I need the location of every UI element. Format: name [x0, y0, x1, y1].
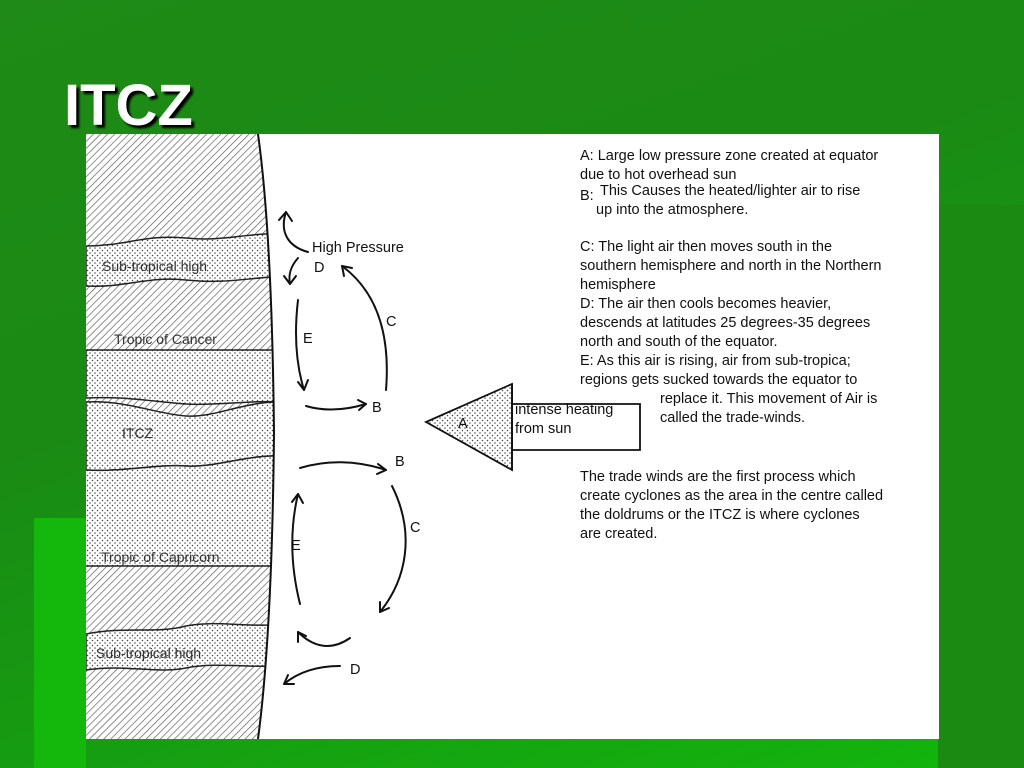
- label-from-sun: from sun: [515, 421, 571, 437]
- circulation-arrows: [278, 211, 407, 685]
- label-subtropical-high-south: Sub-tropical high: [96, 645, 201, 661]
- sun-arrow-head: [423, 382, 513, 472]
- label-a-sun: A: [458, 416, 468, 432]
- explanation-cde: C: The light air then moves south in the…: [580, 238, 881, 428]
- arrow-b-top: [305, 403, 367, 411]
- explanation-a-line1: A: Large low pressure zone created at eq…: [580, 148, 879, 164]
- explanation-c-line1: C: The light air then moves south in the: [580, 239, 833, 255]
- label-b-bottom: B: [395, 454, 405, 470]
- explanation-trade-line4: are created.: [580, 526, 658, 542]
- southern-tropics-band: [86, 455, 274, 566]
- sun-heating-arrow: [423, 382, 641, 472]
- label-subtropical-high-north: Sub-tropical high: [102, 258, 207, 274]
- explanation-c-line2: southern hemisphere and north in the Nor…: [580, 258, 882, 274]
- subtropical-high-north-band: [86, 232, 274, 287]
- slide-title: ITCZ: [64, 73, 193, 138]
- explanation-e-line2: regions gets sucked towards the equator …: [580, 372, 858, 388]
- explanation-trade-line3: the doldrums or the ITCZ is where cyclon…: [580, 507, 860, 523]
- arrow-descend-bottom: [297, 631, 351, 647]
- earth-limb: [257, 134, 276, 739]
- background-accent-left: [34, 518, 86, 768]
- label-tropic-of-capricorn: Tropic of Capricorn: [101, 549, 220, 565]
- subtropical-high-south-band: [86, 622, 274, 671]
- explanation-d-line3: north and south of the equator.: [580, 334, 778, 350]
- arrow-e-bottom: [291, 493, 301, 605]
- label-e-bottom: E: [291, 538, 301, 554]
- explanation-e-line3: replace it. This movement of Air is: [660, 391, 878, 407]
- arrow-c-bottom: [379, 485, 407, 613]
- arrow-e-top: [295, 299, 305, 391]
- label-b-top: B: [372, 400, 382, 416]
- northern-tropics-band: [86, 349, 274, 406]
- explanation-trade-line1: The trade winds are the first process wh…: [580, 469, 856, 485]
- arrow-b-bottom: [299, 461, 387, 471]
- explanation-b-prefix: B:: [580, 188, 594, 204]
- earth-surface: [86, 134, 274, 739]
- label-intense-heating: intense heating: [515, 402, 613, 418]
- background-accent-right: [938, 205, 1024, 768]
- itcz-diagram: Sub-tropical high Tropic of Cancer ITCZ …: [86, 134, 641, 739]
- label-c-top: C: [386, 314, 396, 330]
- arrow-c-top: [341, 265, 388, 391]
- arrow-d-top: [288, 257, 299, 285]
- explanation-c-line3: hemisphere: [580, 277, 656, 293]
- explanation-d-line1: D: The air then cools becomes heavier,: [580, 296, 832, 312]
- explanation-e-line1: E: As this air is rising, air from sub-t…: [580, 353, 851, 369]
- explanation-trade-winds: The trade winds are the first process wh…: [580, 468, 883, 544]
- label-high-pressure: High Pressure: [312, 240, 404, 256]
- explanation-b-line1: This Causes the heated/lighter air to ri…: [600, 183, 861, 199]
- explanation-trade-line2: create cyclones as the area in the centr…: [580, 488, 884, 504]
- label-e-top: E: [303, 331, 313, 347]
- itcz-diagram-panel: Sub-tropical high Tropic of Cancer ITCZ …: [86, 134, 939, 739]
- explanation-a-line2: due to hot overhead sun: [580, 167, 737, 183]
- label-tropic-of-cancer: Tropic of Cancer: [114, 331, 217, 347]
- rising-arrow-top: [282, 211, 309, 253]
- label-itcz: ITCZ: [122, 425, 154, 441]
- explanation-text: A: Large low pressure zone created at eq…: [580, 147, 878, 185]
- explanation-d-line2: descends at latitudes 25 degrees-35 degr…: [580, 315, 871, 331]
- label-d-top: D: [314, 260, 324, 276]
- explanation-b: This Causes the heated/lighter air to ri…: [596, 182, 861, 220]
- explanation-b-line2: up into the atmosphere.: [596, 202, 749, 218]
- label-c-bottom: C: [410, 520, 420, 536]
- explanation-e-line4: called the trade-winds.: [660, 410, 806, 426]
- arrow-d-bottom: [283, 665, 341, 685]
- label-d-bottom: D: [350, 662, 360, 678]
